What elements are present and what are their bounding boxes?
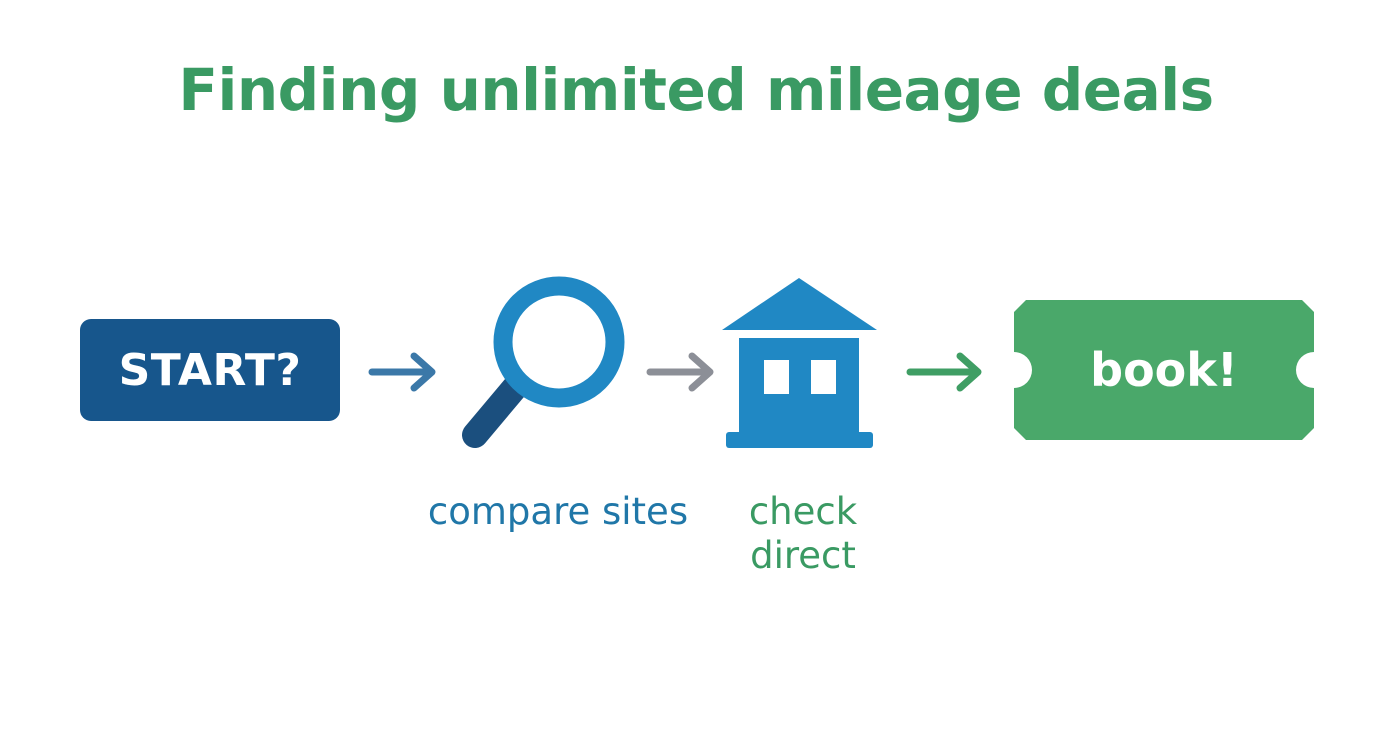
- book-step-label: book!: [1090, 343, 1238, 397]
- arrow-right-icon: [368, 352, 436, 392]
- compare-sites-caption: compare sites: [427, 490, 689, 533]
- magnifying-glass-icon: [462, 276, 625, 448]
- building-icon: [722, 278, 877, 448]
- start-step-box: START?: [80, 319, 340, 421]
- arrow-right-icon: [646, 352, 714, 392]
- start-step-label: START?: [118, 344, 302, 396]
- arrow-right-icon: [906, 352, 982, 392]
- check-direct-caption-line-1: check: [748, 490, 858, 533]
- check-direct-caption: check direct: [703, 490, 903, 578]
- diagram-title: Finding unlimited mileage deals: [178, 56, 1214, 124]
- check-direct-caption-line-2: direct: [750, 534, 856, 577]
- ticket-icon: [1014, 300, 1314, 440]
